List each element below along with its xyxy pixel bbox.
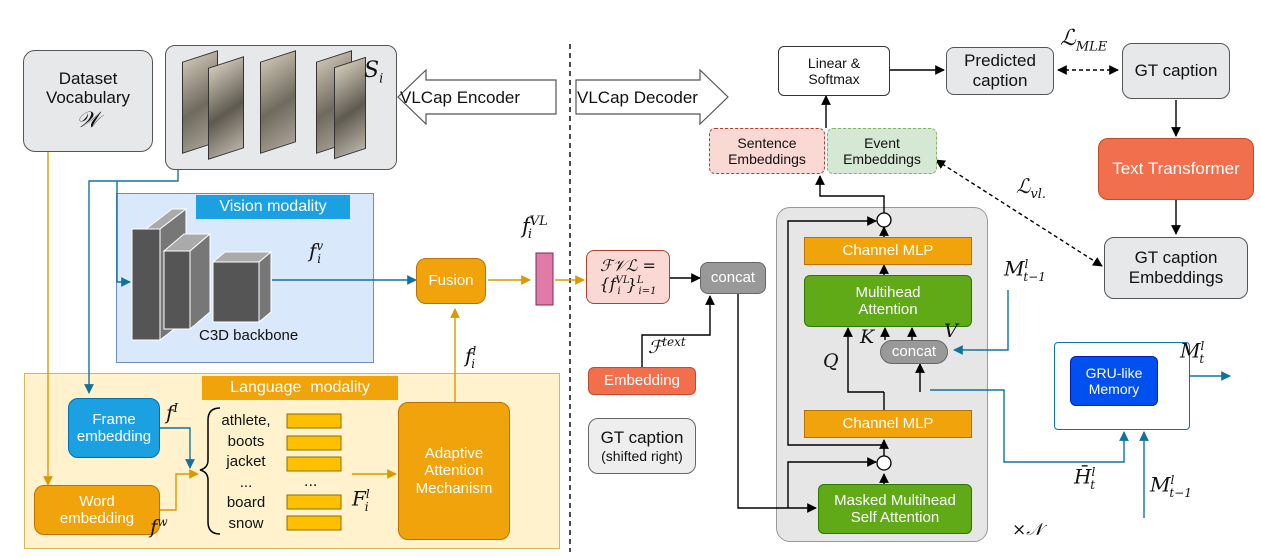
word-item: jacket (226, 453, 266, 470)
decoder-label: VLCap Decoder (577, 88, 698, 107)
language-modality-title: Language modality (202, 376, 398, 400)
dataset-vocabulary-box: Dataset Vocabulary 𝒲 (23, 50, 153, 152)
video-frame-thumbnail (260, 50, 296, 154)
linear-softmax-box: Linear &Softmax (778, 46, 890, 96)
m-t-output-label: Mlt (1180, 338, 1205, 366)
h-bar-label: H̄lt (1074, 464, 1096, 492)
Fl-label: Fli (352, 486, 370, 514)
embedding-box: Embedding (588, 367, 696, 395)
video-frame-thumbnail (208, 56, 244, 160)
times-n-label: ×𝒩 (1012, 520, 1043, 540)
fv-label: fvi (309, 238, 324, 266)
word-feature-bars (286, 413, 342, 531)
word-item: athlete, (221, 412, 271, 429)
v-label: V (944, 320, 958, 342)
dataset-label: Dataset (58, 68, 118, 88)
m-t-minus-1-bottom-label: Mlt−1 (1150, 472, 1192, 500)
word-item: ... (239, 473, 253, 491)
q-label: Q (823, 350, 839, 372)
word-item: boots (227, 432, 265, 450)
fvl-feature-bar (535, 252, 554, 306)
bars-ellipsis: ... (304, 473, 318, 490)
l-vl-label: ℒvl. (1016, 174, 1047, 202)
fI-label: fI (166, 400, 179, 425)
plus-circles (876, 212, 892, 471)
c3d-backbone-label: C3D backbone (199, 327, 299, 344)
word-item: board (226, 494, 266, 511)
m-t-minus-1-top-label: Mlt−1 (1004, 256, 1046, 284)
gt-caption-box: GT caption (1122, 43, 1230, 99)
gt-caption-shifted-box: GT caption (shifted right) (588, 418, 696, 474)
c3d-backbone-cubes (131, 207, 273, 342)
encoder-arrow-shape (397, 68, 557, 126)
video-symbol-s: Si (364, 58, 384, 87)
vocab-symbol: 𝒲 (76, 107, 100, 133)
channel-mlp-top: Channel MLP (804, 237, 972, 265)
fusion-box: Fusion (416, 258, 486, 304)
fvl-label: fVLi (522, 214, 548, 243)
concat-box-left: concat (700, 262, 766, 294)
vocabulary-label: Vocabulary (45, 88, 131, 108)
word-item: snow (228, 514, 264, 532)
encoder-label: VLCap Encoder (400, 88, 521, 107)
ftext-label: ℱtext (648, 335, 686, 358)
word-list-brace (199, 407, 221, 535)
vision-modality-title: Vision modality (196, 195, 350, 219)
k-label: K (860, 326, 875, 348)
decoder-arrow-shape (575, 68, 729, 126)
l-mle-label: ℒMLE (1060, 26, 1108, 55)
video-frames-strip (182, 50, 366, 164)
text-transformer-box: Text Transformer (1098, 138, 1254, 200)
word-list: athlete, boots jacket ... board snow (216, 411, 276, 534)
video-frame-thumbnail (334, 56, 366, 160)
fvl-set-box: ℱ𝒱ℒ = {fVLi}Li=1 (586, 250, 670, 304)
channel-mlp-bottom: Channel MLP (804, 410, 972, 438)
fw-label: fw (150, 514, 168, 539)
concat-box-inner: concat (880, 340, 948, 364)
fl-label: fli (465, 343, 477, 371)
